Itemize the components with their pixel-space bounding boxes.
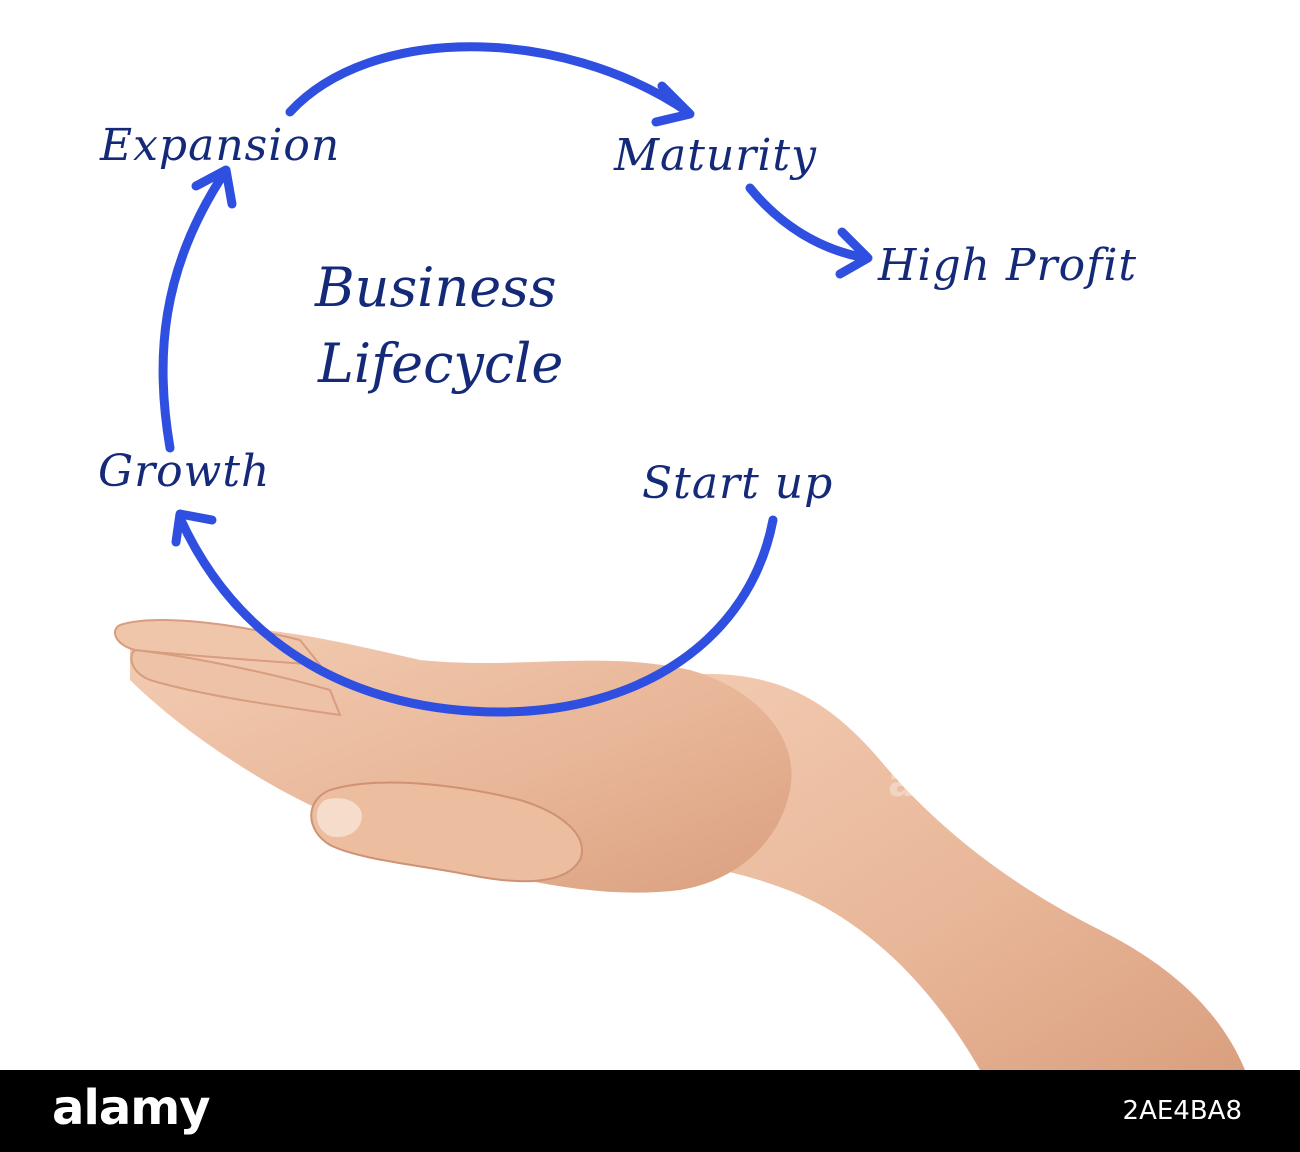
stock-footer-bar: alamy 2AE4BA8	[0, 1070, 1300, 1152]
stage-growth: Growth	[98, 446, 271, 497]
arrow-maturity-to-high-profit	[745, 183, 871, 263]
arrow-expansion-to-maturity	[285, 42, 693, 117]
arrow-growth-to-expansion	[158, 167, 230, 453]
stage-start-up: Start up	[642, 458, 834, 509]
diagram-title-line1: Business	[315, 256, 557, 319]
arrowhead	[651, 81, 695, 127]
stage-maturity: Maturity	[614, 130, 817, 181]
diagram-title-line2: Lifecycle	[318, 332, 564, 395]
image-id: 2AE4BA8	[1122, 1096, 1242, 1126]
arrowhead	[171, 509, 217, 547]
arrow-startup-to-growth	[175, 513, 778, 717]
photo-watermark: alamy	[888, 760, 1024, 806]
thumb	[310, 781, 583, 883]
lifecycle-arrows	[158, 42, 873, 717]
stage-high-profit: High Profit	[878, 240, 1138, 291]
arrowhead	[191, 165, 237, 209]
finger	[130, 648, 342, 717]
thumbnail	[316, 798, 362, 838]
stage-expansion: Expansion	[100, 120, 341, 171]
finger	[114, 619, 323, 667]
arrowhead	[835, 227, 873, 279]
alamy-logo: alamy	[52, 1080, 211, 1136]
diagram-stage: Expansion Maturity High Profit Growth St…	[98, 42, 1245, 1070]
